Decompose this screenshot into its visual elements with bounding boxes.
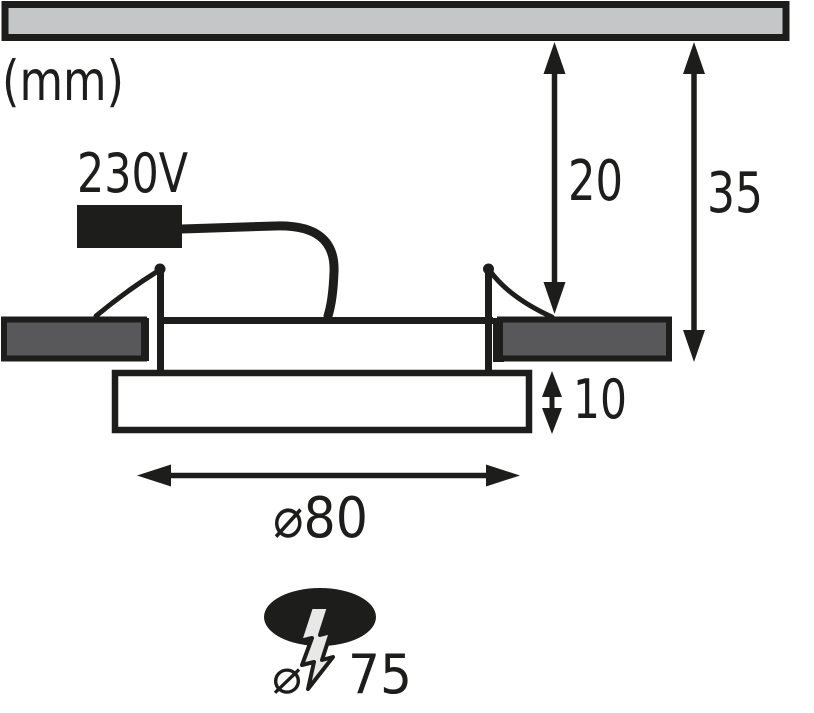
dim-10-arrow-up xyxy=(542,371,562,397)
voltage-label: 230V xyxy=(77,142,188,205)
left-flange xyxy=(1,316,147,362)
dim-80-arrow-right xyxy=(486,464,520,487)
dim-35-label: 35 xyxy=(707,161,763,226)
right-flange xyxy=(497,316,672,362)
dim-80-label: ⌀80 xyxy=(273,486,368,551)
dim-10-arrow-down xyxy=(542,408,562,434)
right-mounting-spring xyxy=(487,268,555,320)
dim-35-arrow-up xyxy=(683,42,705,74)
cutout-diameter-symbol: ⌀ xyxy=(272,649,302,705)
lightning-bolt-icon xyxy=(298,605,335,691)
left-mounting-spring xyxy=(93,268,161,319)
supply-cable xyxy=(177,221,339,321)
dim-80-arrow-left xyxy=(137,464,171,487)
ceiling-panel xyxy=(1,1,790,41)
driver-box xyxy=(77,205,182,248)
dim-20-label: 20 xyxy=(568,149,623,214)
diffuser-panel xyxy=(111,369,533,434)
dim-35-arrow-down xyxy=(683,330,705,362)
dim-10-label: 10 xyxy=(573,368,627,431)
dim-20-arrow-down xyxy=(543,282,566,314)
cutout-diameter-label: 75 xyxy=(348,643,412,706)
dim-20-arrow-up xyxy=(543,42,566,74)
unit-label: (mm) xyxy=(2,49,124,113)
